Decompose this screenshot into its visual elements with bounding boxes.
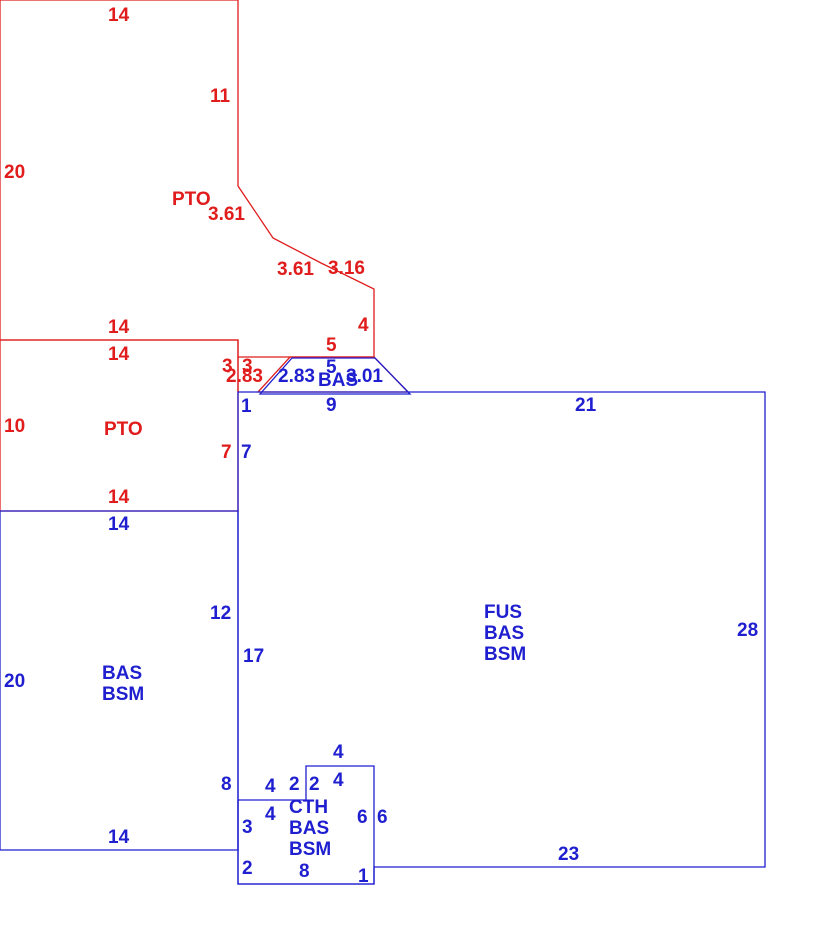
bas-step-label: BAS <box>318 370 358 391</box>
dim-label: 2.83 <box>278 366 315 387</box>
dim-label: 8 <box>299 861 310 882</box>
dim-label: 21 <box>575 395 597 416</box>
dim-label: 11 <box>210 86 231 107</box>
dim-label: 12 <box>210 603 231 624</box>
dim-label: 1 <box>241 396 252 417</box>
cth-label-3: BSM <box>289 839 331 860</box>
dim-label: 3 <box>242 356 253 377</box>
main-label-3: BSM <box>484 644 526 665</box>
cth-outline <box>237 765 375 885</box>
dim-label: 7 <box>241 442 252 463</box>
top-porch-outline <box>0 0 375 358</box>
dim-label: 5 <box>326 335 337 356</box>
dim-label: 2.83 <box>226 366 263 387</box>
dim-label: 4 <box>333 742 344 763</box>
dim-label: 3.61 <box>208 204 245 225</box>
dim-label: 28 <box>737 620 758 641</box>
dim-label: 3.01 <box>346 366 383 387</box>
dim-label: 20 <box>4 671 25 692</box>
dim-label: 3 <box>222 356 233 377</box>
dim-label: 17 <box>243 646 264 667</box>
dim-label: 4 <box>265 804 276 825</box>
dim-label: 4 <box>333 770 344 791</box>
dim-label: 3 <box>242 817 253 838</box>
dim-label: 14 <box>108 5 130 26</box>
dim-label: 14 <box>108 514 130 535</box>
main-label-1: FUS <box>484 602 522 623</box>
dim-label: 6 <box>357 807 368 828</box>
dim-label: 14 <box>108 487 130 508</box>
dim-label: 14 <box>108 344 130 365</box>
dim-label: 14 <box>108 317 130 338</box>
dim-label: 2 <box>289 774 300 795</box>
dim-label: 10 <box>4 416 25 437</box>
left-wing-label-2: BSM <box>102 684 144 705</box>
cth-label-2: BAS <box>289 818 329 839</box>
pto-middle-label: PTO <box>104 419 143 440</box>
left-wing-label-1: BAS <box>102 663 142 684</box>
dim-label: 2 <box>242 858 253 879</box>
dim-label: 23 <box>558 844 579 865</box>
cth-label-1: CTH <box>289 797 328 818</box>
dim-label: 20 <box>4 162 25 183</box>
dim-label: 14 <box>108 827 130 848</box>
dim-label: 1 <box>358 866 369 887</box>
dim-label: 3.61 <box>277 259 314 280</box>
main-label-2: BAS <box>484 623 524 644</box>
step-outline-blue <box>258 357 412 395</box>
pto-top-label: PTO <box>172 189 211 210</box>
dim-label: 5 <box>326 357 337 378</box>
dim-label: 3.16 <box>328 258 365 279</box>
dim-label: 8 <box>221 774 232 795</box>
dim-label: 7 <box>221 442 232 463</box>
dim-label: 4 <box>265 776 276 797</box>
dim-label: 6 <box>377 807 388 828</box>
dim-label: 9 <box>326 395 337 416</box>
dim-label: 2 <box>309 774 320 795</box>
dim-label: 4 <box>358 315 369 336</box>
